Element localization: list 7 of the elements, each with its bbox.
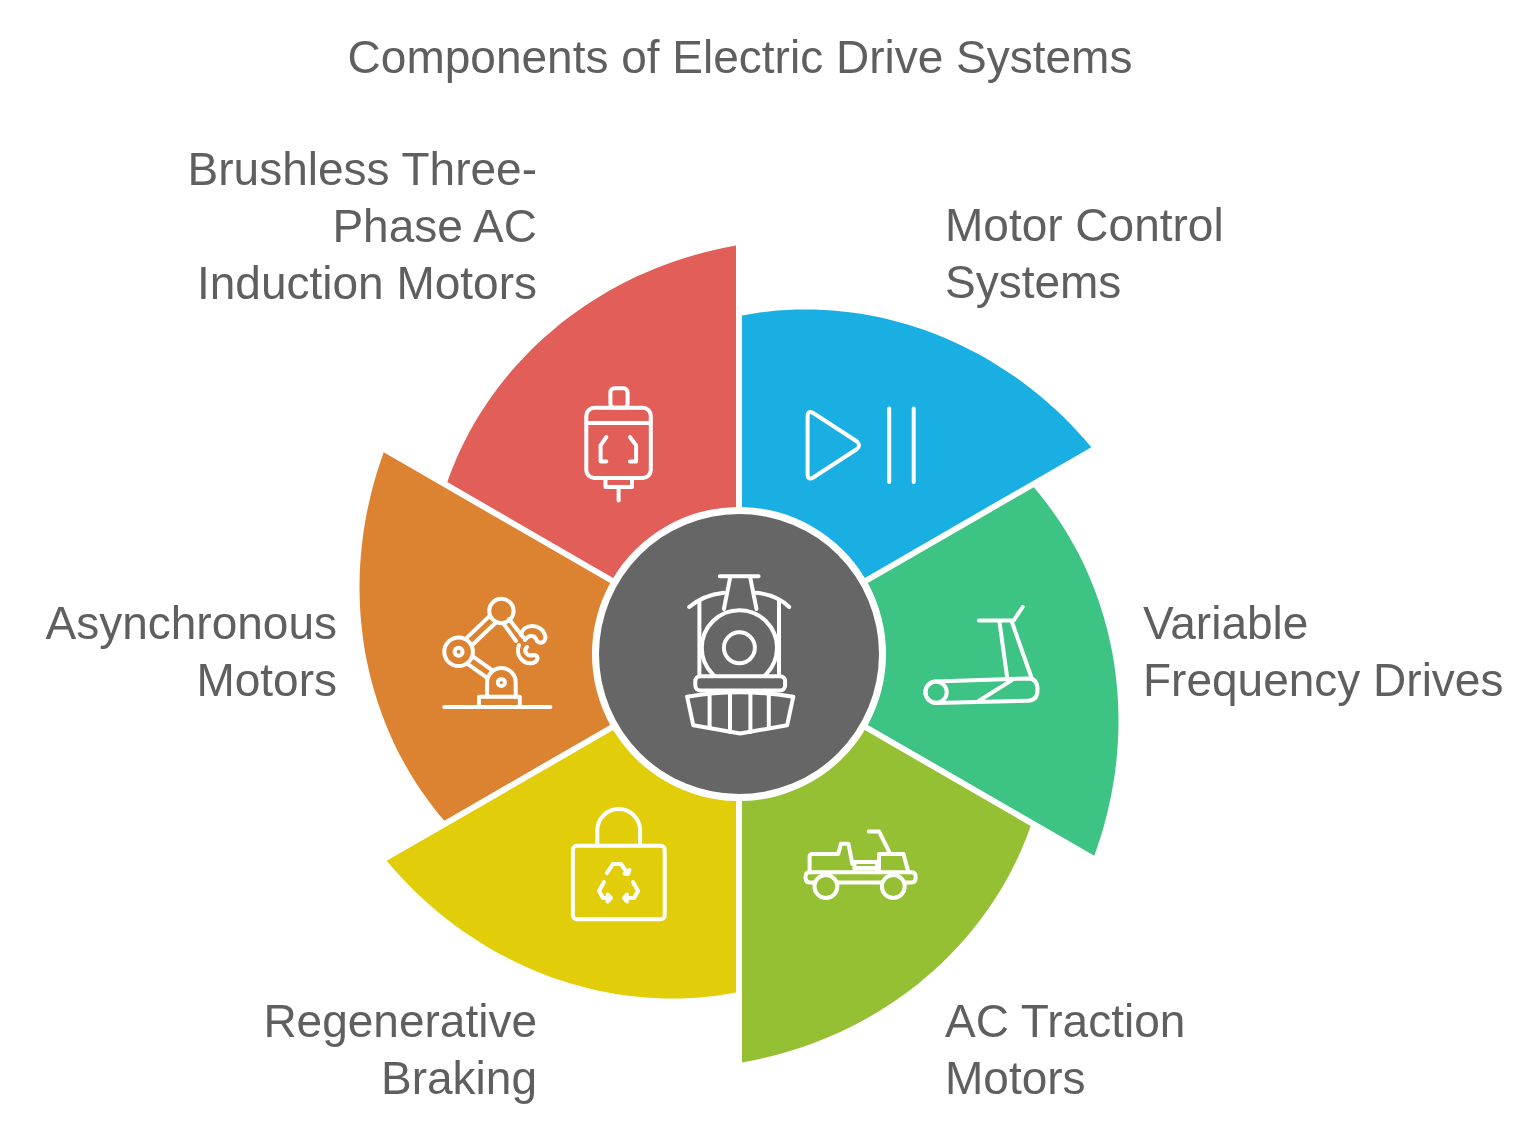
segment-label: Motor Control Systems xyxy=(945,198,1225,310)
segment-label: Asynchronous Motors xyxy=(44,596,337,708)
segment-label: Variable Frequency Drives xyxy=(1143,596,1505,708)
segment-label: AC Traction Motors xyxy=(945,994,1187,1106)
segment-label: Regenerative Braking xyxy=(262,994,537,1106)
segment-label: Brushless Three-Phase AC Induction Motors xyxy=(186,142,537,311)
diagram-title: Components of Electric Drive Systems xyxy=(347,30,1133,84)
